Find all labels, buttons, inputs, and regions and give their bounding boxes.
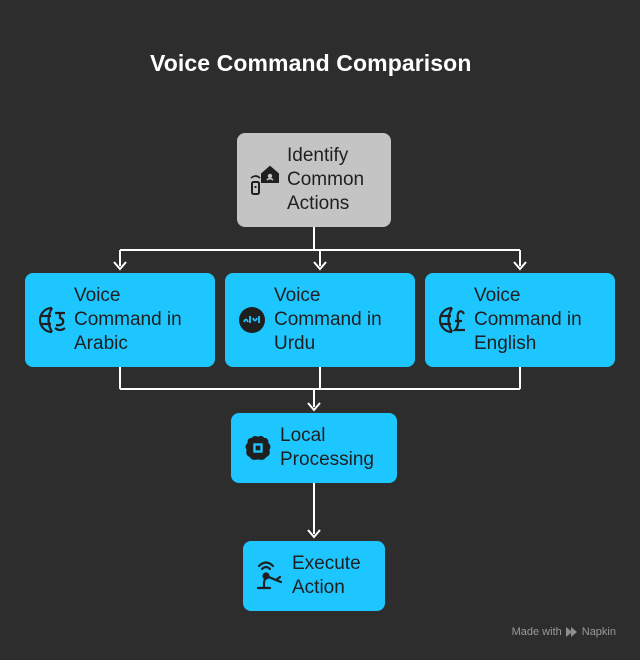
arrowhead-execute xyxy=(307,529,321,539)
node-urdu-label: Voice Command in Urdu xyxy=(274,285,382,354)
halal-badge-icon xyxy=(235,303,269,337)
node-identify-label: Identify Common Actions xyxy=(287,145,365,214)
node-arabic-label: Voice Command in Arabic xyxy=(74,285,182,354)
brain-chip-icon xyxy=(241,431,275,465)
node-execute-label: Execute Action xyxy=(292,553,361,598)
node-local-processing: Local Processing xyxy=(231,413,397,483)
robotic-arm-icon xyxy=(253,559,287,593)
node-execute-action: Execute Action xyxy=(243,541,385,611)
arrowhead-english xyxy=(513,261,527,271)
globe-pound-icon xyxy=(435,303,469,337)
arrowhead-urdu xyxy=(313,261,327,271)
smart-home-remote-icon xyxy=(247,163,281,197)
napkin-brand-text: Napkin xyxy=(581,626,616,638)
globe-currency-icon xyxy=(35,303,69,337)
node-english-label: Voice Command in English xyxy=(474,285,582,354)
node-voice-command-english: Voice Command in English xyxy=(425,273,615,367)
node-voice-command-urdu: Voice Command in Urdu xyxy=(225,273,415,367)
node-local-label: Local Processing xyxy=(280,425,374,470)
made-with-napkin-footer[interactable]: Made with Napkin xyxy=(512,626,616,638)
arrowhead-arabic xyxy=(113,261,127,271)
connector-merge xyxy=(119,367,521,407)
napkin-logo-icon xyxy=(565,627,578,637)
diagram-title: Voice Command Comparison xyxy=(150,50,472,76)
made-with-text: Made with xyxy=(511,626,562,638)
node-identify-common-actions: Identify Common Actions xyxy=(237,133,391,227)
node-voice-command-arabic: Voice Command in Arabic xyxy=(25,273,215,367)
arrowhead-local xyxy=(307,402,321,412)
connector-identify-split xyxy=(119,227,521,266)
